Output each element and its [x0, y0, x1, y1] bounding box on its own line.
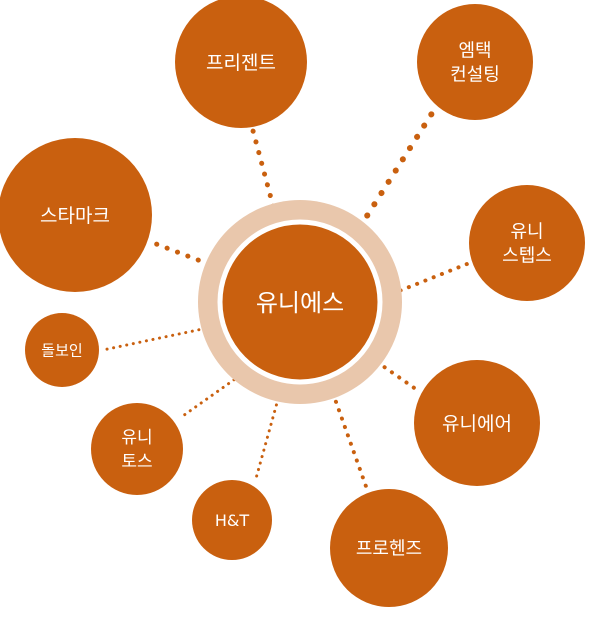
- node-circle-dolboin: [25, 313, 99, 387]
- node-circle-stamark: [0, 138, 152, 292]
- node-label-emtaek-line1: 엠택: [458, 40, 491, 61]
- node-label-unisteps-line1: 유니: [510, 221, 543, 242]
- node-label-emtaek-line2: 컨설팅: [450, 64, 500, 85]
- node-label-unitos-line2: 토스: [121, 452, 152, 472]
- center-hub: 유니에스: [198, 200, 402, 404]
- node-label-dolboin: 돌보인: [41, 341, 82, 359]
- connector-dolboin: [101, 325, 214, 352]
- node-circle-unisteps: [469, 185, 585, 301]
- node-circle-emtaek: [417, 4, 533, 120]
- node-dolboin: 돌보인: [25, 313, 99, 387]
- node-label-unitos-line1: 유니: [121, 428, 152, 448]
- node-stamark: 스타마크: [0, 138, 152, 292]
- node-prohenz: 프로헨즈: [330, 489, 448, 607]
- center-hub-circle: [217, 219, 383, 385]
- connector-hnt: [253, 390, 282, 484]
- node-circle-unitos: [91, 403, 183, 495]
- node-circle-prohenz: [330, 489, 448, 607]
- connector-emtaek: [350, 104, 439, 241]
- node-label-stamark: 스타마크: [40, 205, 110, 227]
- node-hnt: H&T: [192, 480, 272, 560]
- node-prisentent: 프리젠트: [175, 0, 307, 128]
- node-circle-prisentent: [175, 0, 307, 128]
- node-label-prisentent: 프리젠트: [206, 52, 276, 74]
- node-circle-uniair: [414, 360, 540, 486]
- node-label-uniair: 유니에어: [442, 413, 512, 435]
- connector-unisteps: [382, 260, 474, 299]
- node-uniair: 유니에어: [414, 360, 540, 486]
- node-label-prohenz: 프로헨즈: [356, 538, 422, 559]
- center-hub-label: 유니에스: [256, 289, 344, 317]
- node-label-hnt: H&T: [215, 511, 250, 530]
- node-label-unisteps-line2: 스텝스: [502, 245, 552, 266]
- node-circle-hnt: [192, 480, 272, 560]
- connector-prisentent: [249, 124, 279, 220]
- connector-prohenz: [328, 383, 370, 494]
